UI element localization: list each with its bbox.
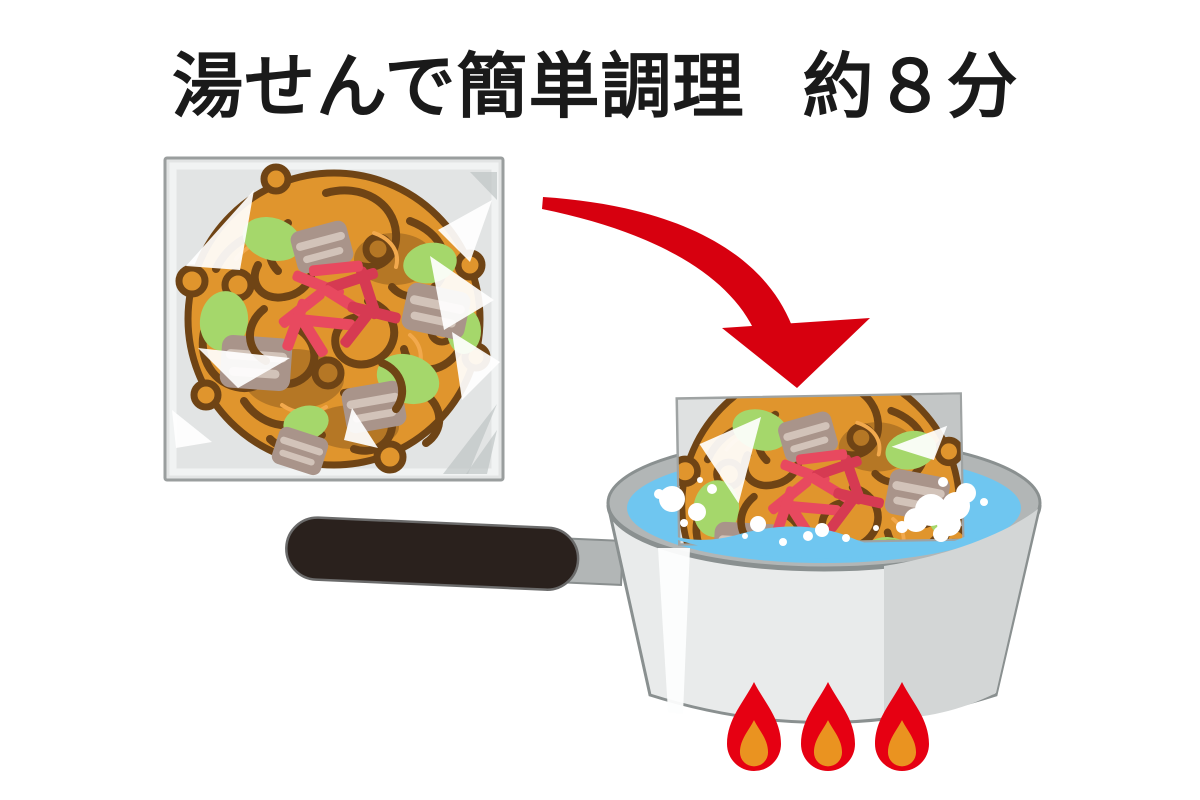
saucepan [285,392,1042,724]
handle-grip [285,516,580,591]
pot-handle [285,516,624,591]
stove-flames [727,682,929,771]
title-main: 湯せんで簡単調理 [172,45,745,128]
frozen-yakisoba-packet [163,156,505,482]
pot-shade [884,509,1038,719]
plastic-glints [172,190,500,448]
page-title: 湯せんで簡単調理 約８分 [172,30,1018,132]
pot-highlight [658,548,690,714]
title-duration: 約８分 [802,45,1019,128]
packet-inner-frame [169,162,499,476]
boil-bubbles [654,477,988,546]
curved-arrow-icon [542,197,870,388]
